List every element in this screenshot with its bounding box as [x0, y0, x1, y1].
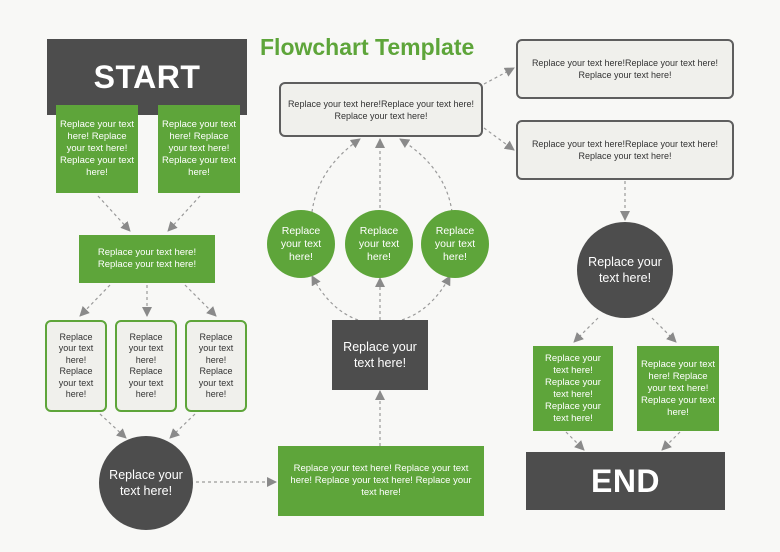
center-circle-3: Replace your text here! — [421, 210, 489, 278]
connector-top-to-right-1 — [483, 67, 515, 85]
right-green-box-2: Replace your text here! Replace your tex… — [637, 346, 719, 431]
connector-mid-to-box-3 — [184, 284, 217, 317]
connector-top-b-to-mid — [167, 195, 201, 232]
connector-circle-to-right-green-1 — [573, 317, 599, 343]
connector-dark-to-circle-1 — [311, 275, 359, 321]
left-box-2: Replace your text here! Replace your tex… — [115, 320, 177, 412]
connector-mid-to-box-1 — [79, 284, 111, 317]
page-title: Flowchart Template — [260, 34, 475, 60]
center-circle-1: Replace your text here! — [267, 210, 335, 278]
left-circle-node: Replace your text here! — [99, 436, 193, 530]
left-top-box-a: Replace your text here! Replace your tex… — [56, 105, 138, 193]
left-box-1: Replace your text here! Replace your tex… — [45, 320, 107, 412]
start-node: START — [47, 39, 247, 115]
connector-dark-to-circle-3 — [401, 275, 451, 321]
right-green-box-1: Replace your text here! Replace your tex… — [533, 346, 613, 431]
right-circle-node: Replace your text here! — [577, 222, 673, 318]
connector-right-green-2-to-end — [661, 431, 681, 451]
connector-circle-1-to-top — [311, 138, 361, 213]
connector-box-3-to-circle — [169, 413, 196, 439]
connector-top-to-right-2 — [483, 127, 515, 151]
connector-top-a-to-mid — [97, 195, 131, 232]
connector-right-green-1-to-end — [565, 431, 585, 451]
left-mid-box: Replace your text here! Replace your tex… — [79, 235, 215, 283]
right-top-box-2: Replace your text here!Replace your text… — [516, 120, 734, 180]
connector-box-1-to-circle — [99, 413, 127, 439]
center-top-box: Replace your text here!Replace your text… — [279, 82, 483, 137]
left-box-3: Replace your text here! Replace your tex… — [185, 320, 247, 412]
center-dark-box: Replace your text here! — [332, 320, 428, 390]
left-top-box-b: Replace your text here! Replace your tex… — [158, 105, 240, 193]
bottom-center-box: Replace your text here! Replace your tex… — [278, 446, 484, 516]
connector-circle-3-to-top — [399, 138, 453, 213]
center-circle-2: Replace your text here! — [345, 210, 413, 278]
connector-circle-to-right-green-2 — [651, 317, 677, 343]
end-node: END — [526, 452, 725, 510]
right-top-box-1: Replace your text here!Replace your text… — [516, 39, 734, 99]
